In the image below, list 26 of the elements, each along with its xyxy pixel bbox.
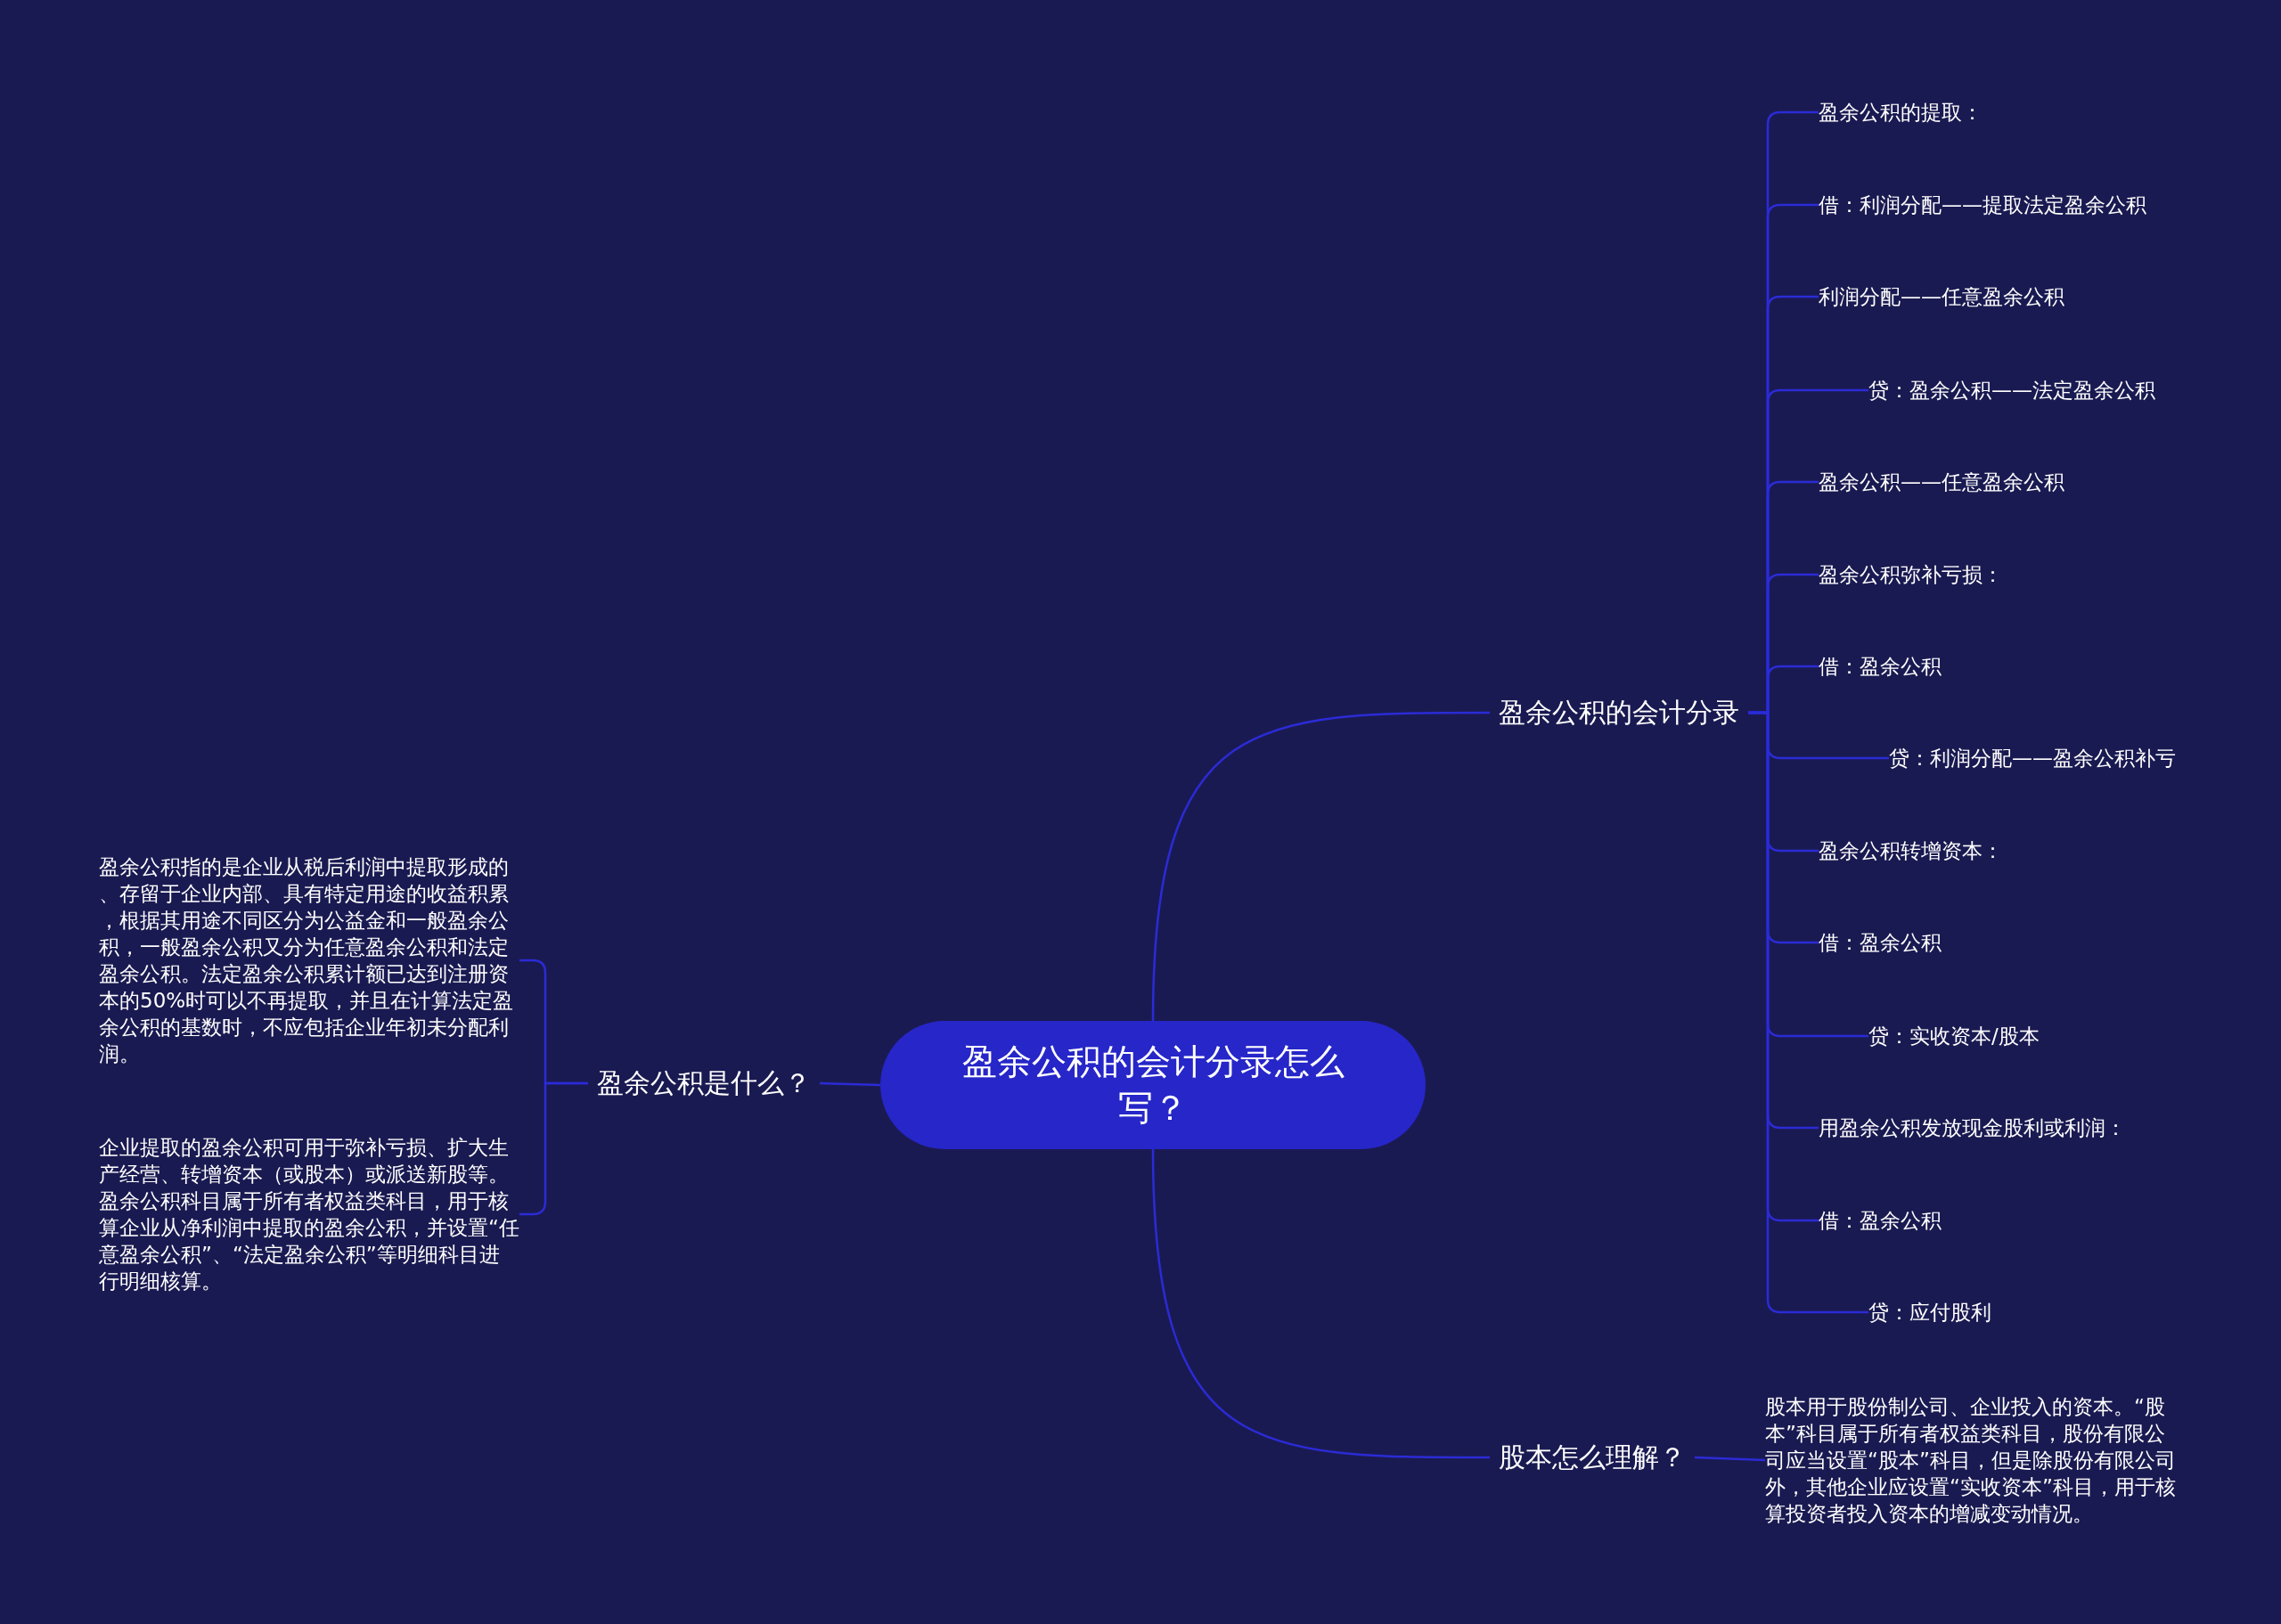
connector-line (1151, 711, 1490, 1022)
entry-text: 用盈余公积发放现金股利或利润： (1819, 1114, 2126, 1142)
entry-text: 贷：利润分配——盈余公积补亏 (1889, 744, 2176, 772)
paragraph-text: 股本用于股份制公司、企业投入的资本。“股本”科目属于所有者权益类科目，股份有限公司应当设置“股本”科目，但是除股份有限公司外，其他企业应设置“实收资本”科目，用于核算投资者投入资本的增减变动情况。 (1765, 1393, 2180, 1527)
paragraph-text: 盈余公积指的是企业从税后利润中提取形成的、存留于企业内部、具有特定用途的收益积累，根据其用途不同区分为公益金和一般盈余公积，一般盈余公积又分为任意盈余公积和法定盈余公积。法定盈余公积累计额已达到注册资本的50%时可以不再提取，并且在计算法定盈余公积的基数时，不应包括企业年初未分配利润。 (99, 853, 519, 1067)
entry-text: 盈余公积——任意盈余公积 (1819, 468, 2064, 496)
entry-text: 贷：应付股利 (1868, 1298, 1991, 1326)
entry-text: 借：盈余公积 (1819, 652, 1942, 681)
entry-text: 贷：实收资本/股本 (1868, 1022, 2040, 1050)
entry-text: 盈余公积的提取： (1819, 98, 1983, 126)
entry-text: 借：盈余公积 (1819, 928, 1942, 957)
central-topic: 盈余公积的会计分录怎么写？ (880, 1021, 1426, 1149)
topic-label: 盈余公积是什么？ (588, 1065, 820, 1102)
connector-line (1694, 1456, 1766, 1462)
paragraph-text: 企业提取的盈余公积可用于弥补亏损、扩大生产经营、转增资本（或股本）或派送新股等。盈余公积科目属于所有者权益类科目，用于核算企业从净利润中提取的盈余公积，并设置“任意盈余公积”、“法定盈余公积”等明细科目进行明细核算。 (99, 1134, 519, 1294)
connector-line (819, 1081, 881, 1087)
entry-text: 借：盈余公积 (1819, 1206, 1942, 1235)
entry-text: 贷：盈余公积——法定盈余公积 (1868, 376, 2155, 404)
topic-label: 盈余公积的会计分录 (1490, 694, 1748, 731)
entry-text: 借：利润分配——提取法定盈余公积 (1819, 191, 2146, 219)
topic-label: 股本怎么理解？ (1490, 1439, 1695, 1476)
connector-line (1748, 711, 1868, 1314)
connector-line (1151, 1148, 1490, 1459)
entry-text: 利润分配——任意盈余公积 (1819, 282, 2064, 311)
entry-text: 盈余公积转增资本： (1819, 836, 2003, 865)
entry-text: 盈余公积弥补亏损： (1819, 560, 2003, 589)
